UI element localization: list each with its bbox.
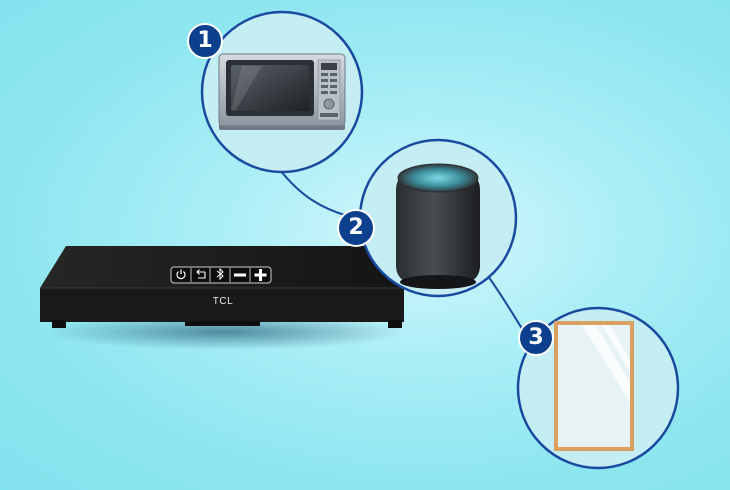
callout-speaker — [358, 138, 518, 298]
connector-line-1 — [279, 169, 349, 217]
callout-glass — [516, 306, 680, 470]
device-shadow — [45, 314, 405, 350]
microwave-icon — [218, 53, 346, 130]
control-panel — [170, 266, 272, 284]
tcl-device — [40, 246, 405, 350]
badge-number-3: 3 — [528, 325, 544, 350]
glass-mirror-icon — [554, 321, 634, 451]
plus-icon[interactable] — [254, 269, 267, 281]
device-foot-right — [388, 320, 402, 328]
device-base-strip — [185, 321, 260, 326]
device-front — [40, 288, 404, 322]
power-icon[interactable] — [176, 269, 186, 280]
badge-number-2: 2 — [348, 215, 364, 240]
badge-3 — [518, 320, 554, 356]
badge-number-1: 1 — [197, 28, 213, 53]
minus-icon[interactable] — [234, 273, 246, 277]
bluetooth-icon[interactable] — [216, 267, 224, 281]
device-foot-left — [52, 320, 66, 328]
badge-2 — [337, 209, 375, 247]
device-brand-label: TCL — [212, 296, 234, 307]
speaker-icon — [396, 163, 480, 289]
back-icon[interactable] — [196, 269, 206, 279]
callout-microwave — [200, 10, 364, 174]
badge-1 — [187, 23, 223, 59]
